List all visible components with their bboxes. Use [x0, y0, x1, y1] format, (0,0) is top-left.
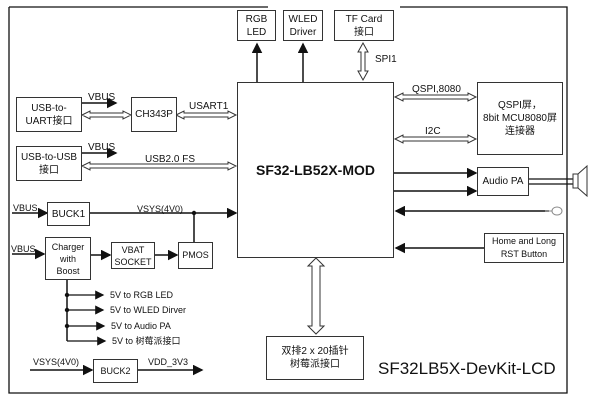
- label-spi1: SPI1: [375, 54, 397, 65]
- bus-pin-header: [306, 257, 326, 335]
- block-qspi-screen: QSPI屏， 8bit MCU8080屏 连接器: [477, 82, 563, 155]
- block-buck1: BUCK1: [47, 202, 90, 226]
- block-vbat-socket: VBAT SOCKET: [111, 242, 155, 269]
- main-module: SF32-LB52X-MOD: [237, 82, 394, 258]
- block-buck2: BUCK2: [93, 359, 138, 383]
- block-audio-pa: Audio PA: [477, 167, 529, 196]
- microphone-icon: [545, 206, 563, 216]
- label-usart1: USART1: [189, 101, 229, 112]
- label-qspi-8080: QSPI,8080: [412, 84, 461, 95]
- block-usb-to-usb: USB-to-USB 接口: [16, 146, 82, 181]
- block-ch343p: CH343P: [131, 97, 177, 132]
- block-rgb-led: RGB LED: [237, 10, 276, 41]
- label-vbus-usb: VBUS: [88, 142, 116, 153]
- label-5v-audio: 5V to Audio PA: [111, 321, 171, 331]
- bus-usart1: [174, 110, 238, 120]
- label-vbus-charger: VBUS: [11, 244, 36, 254]
- label-vbus-buck1: VBUS: [13, 203, 38, 213]
- bus-uart-ch343: [80, 110, 133, 120]
- label-usb2fs: USB2.0 FS: [145, 154, 196, 165]
- block-usb-to-uart: USB-to- UART接口: [16, 97, 82, 132]
- speaker-icon: [572, 164, 588, 198]
- label-vsys-buck2: VSYS(4V0): [33, 357, 80, 367]
- label-5v-rgb: 5V to RGB LED: [110, 290, 174, 300]
- bus-qspi: [393, 92, 478, 102]
- diagram-title: SF32LB5X-DevKit-LCD: [378, 359, 556, 378]
- bus-spi1: [357, 41, 369, 82]
- label-5v-pi: 5V to 树莓派接口: [112, 336, 181, 346]
- block-home-rst-button: Home and Long RST Button: [484, 233, 564, 263]
- label-5v-wled: 5V to WLED Dirver: [110, 305, 187, 315]
- label-vdd-3v3: VDD_3V3: [148, 357, 189, 367]
- label-vbus-uart: VBUS: [88, 92, 116, 103]
- block-pin-header: 双排2 x 20插针 树莓派接口: [266, 336, 364, 380]
- block-tf-card: TF Card 接口: [334, 10, 394, 41]
- bus-usb2fs: [80, 161, 238, 171]
- bus-i2c: [393, 134, 478, 144]
- block-wled-driver: WLED Driver: [283, 10, 323, 41]
- label-vsys-top: VSYS(4V0): [137, 204, 184, 214]
- block-charger: Charger with Boost: [45, 237, 91, 280]
- block-pmos: PMOS: [178, 242, 213, 269]
- label-i2c: I2C: [425, 126, 441, 137]
